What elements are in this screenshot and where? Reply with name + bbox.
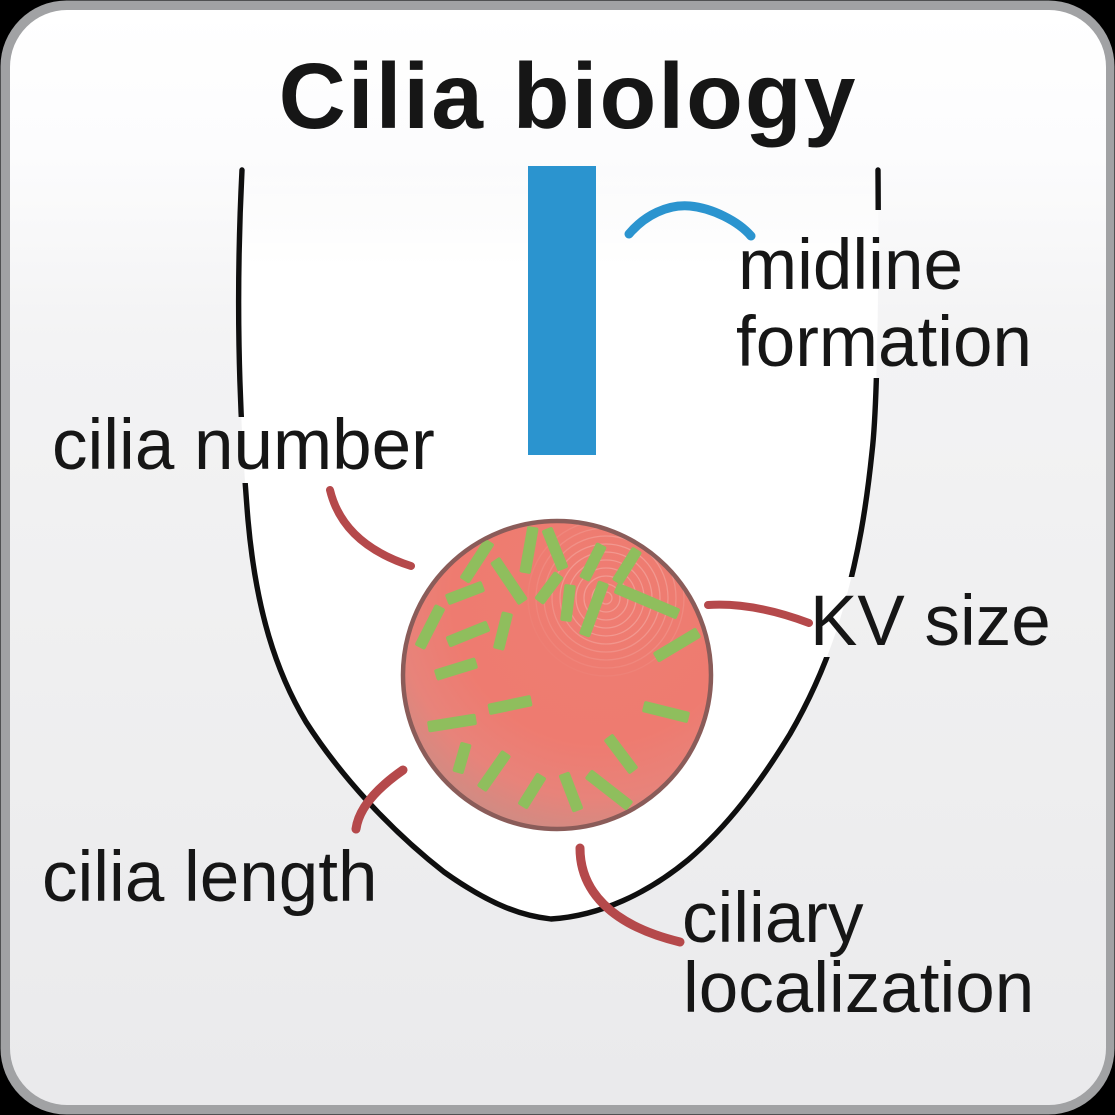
cilium-rod [477, 750, 511, 792]
cilia-rods [415, 526, 701, 813]
cilium-rod [534, 571, 564, 605]
notochord-bar [528, 166, 596, 455]
cilia-number-label: cilia number [52, 406, 435, 485]
tailbud-outline [235, 167, 881, 922]
cilium-rod [585, 769, 633, 811]
cilium-rod [445, 581, 485, 605]
cilium-rod [460, 538, 494, 584]
midline-connector [624, 201, 756, 241]
ciliary-localization-connector [575, 843, 685, 947]
cilium-rod [415, 604, 445, 650]
cilium-rod [579, 542, 607, 582]
ciliary-localization-label-line2: localization [683, 949, 1034, 1028]
cilia-length-label: cilia length [42, 838, 377, 917]
cilium-rod [642, 701, 690, 723]
kupffers-vesicle [400, 518, 714, 832]
midline-formation-label-line1: midline [738, 226, 963, 305]
panel-title: Cilia biology [279, 44, 858, 148]
midline-formation-label-line2: formation [736, 303, 1032, 382]
cilium-rod [559, 771, 583, 813]
vesicle-swirl-ring [527, 523, 685, 677]
cilium-rod [560, 584, 576, 622]
kv-size-label: KV size [810, 582, 1051, 661]
ciliary-localization-label-line1: ciliary [682, 879, 864, 958]
cilium-rod [518, 773, 546, 809]
cilia-length-connector [351, 765, 408, 834]
cilium-rod [490, 557, 528, 605]
cilium-rod [604, 734, 638, 774]
cilium-rod [542, 527, 568, 571]
cilium-rod [493, 611, 513, 651]
cilia-number-connector [326, 486, 415, 570]
cilium-rod [446, 621, 490, 647]
vesicle-swirl-ring [551, 543, 661, 653]
cilium-rod [612, 547, 642, 585]
cilium-rod [434, 657, 478, 681]
cilium-rod [653, 627, 701, 663]
cilium-rod [427, 713, 477, 733]
cilium-rod [614, 583, 680, 619]
cilium-rod [452, 741, 472, 775]
cilium-rod [579, 580, 609, 638]
cilium-rod [519, 526, 539, 574]
kv-size-connector [704, 600, 813, 627]
cilium-rod [487, 695, 533, 715]
